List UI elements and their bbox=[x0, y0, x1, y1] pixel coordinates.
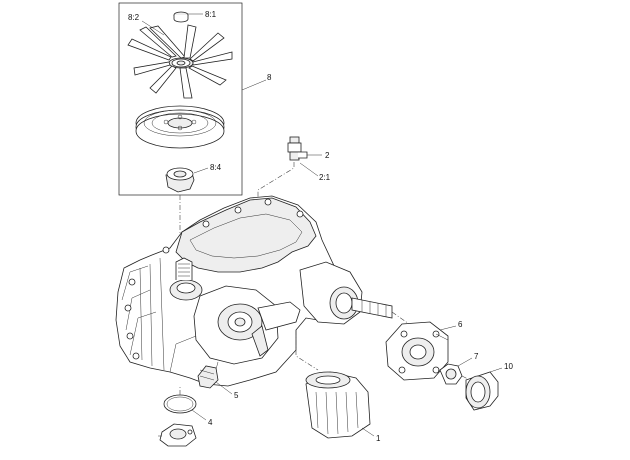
callout-4: 4 bbox=[208, 418, 213, 427]
callout-8-2: 8:2 bbox=[128, 13, 140, 22]
callout-2: 2 bbox=[325, 151, 330, 160]
o-ring-4 bbox=[163, 394, 207, 421]
callout-7: 7 bbox=[474, 352, 479, 361]
centerline-filter bbox=[295, 330, 319, 371]
leader-8 bbox=[241, 79, 267, 91]
callout-5: 5 bbox=[234, 391, 239, 400]
callout-6: 6 bbox=[458, 320, 463, 329]
callout-8: 8 bbox=[267, 73, 272, 82]
oil-filter-1 bbox=[305, 371, 375, 439]
callout-10: 10 bbox=[504, 362, 513, 371]
bracket-part bbox=[158, 423, 197, 447]
centerline-fitting bbox=[257, 162, 295, 200]
fan-kit-box bbox=[118, 2, 243, 196]
wheel-hub-6 bbox=[385, 321, 457, 381]
valve-part-5 bbox=[197, 365, 233, 395]
cap-part-8-1 bbox=[173, 11, 203, 23]
drive-pulley bbox=[135, 105, 225, 149]
callout-8-1: 8:1 bbox=[205, 10, 217, 19]
transaxle-housing bbox=[115, 195, 393, 387]
axle-nut-7 bbox=[439, 357, 473, 385]
callout-2-1: 2:1 bbox=[319, 173, 331, 182]
callout-8-4: 8:4 bbox=[210, 163, 222, 172]
pulley-hub-8-4 bbox=[165, 167, 209, 193]
hub-cap-10 bbox=[465, 367, 503, 411]
cooling-fan-8-2 bbox=[127, 20, 233, 99]
vent-fitting-2 bbox=[287, 136, 322, 177]
callout-1: 1 bbox=[376, 434, 381, 443]
